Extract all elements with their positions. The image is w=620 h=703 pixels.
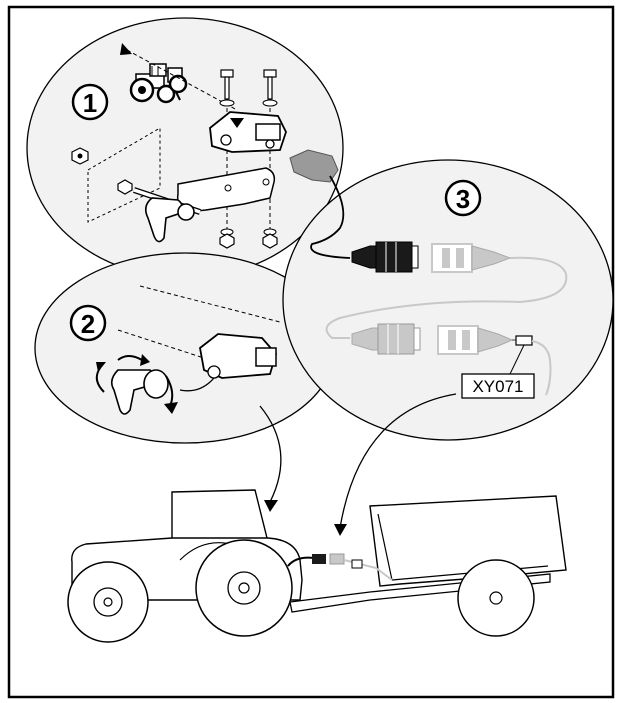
tractor-trailer-illustration	[67, 489, 567, 643]
sensor-connector-icon	[351, 241, 419, 273]
connector-label: XY071	[461, 373, 535, 399]
step-1-badge: 1	[71, 83, 109, 121]
step-3-ellipse	[282, 159, 614, 441]
step-3-number: 3	[456, 184, 470, 214]
step-1-number: 1	[83, 88, 97, 118]
vehicle-cable-black	[287, 556, 315, 567]
sensor-plug-icon	[289, 149, 339, 183]
bolt-icon	[219, 69, 278, 107]
tractor-icon	[129, 63, 188, 104]
step-1-ellipse	[26, 17, 344, 279]
harness-connector-icon	[351, 323, 421, 355]
height-sensor-icon	[199, 333, 278, 379]
connector-label-text: XY071	[472, 377, 523, 396]
vehicle-connector-grey	[329, 553, 345, 565]
direction-arrow-icon	[120, 43, 132, 55]
vehicle-connector-black	[312, 554, 326, 564]
step-2-number: 2	[81, 309, 95, 339]
harness-cable	[325, 256, 568, 339]
step-2-panel: 2	[34, 252, 336, 444]
step-3-badge: 3	[444, 179, 482, 217]
wing-bolt-icon	[133, 187, 201, 243]
pointer-arrow	[259, 405, 282, 503]
pointer-arrow	[339, 393, 457, 529]
rotate-arrow-icon	[117, 355, 143, 361]
sensor-cable	[310, 175, 351, 259]
height-sensor-icon	[209, 111, 287, 153]
mount-arrow-icon	[230, 118, 244, 128]
label-tag-icon	[515, 335, 533, 346]
wing-bolt-icon	[110, 369, 169, 415]
harness-connector-icon	[437, 325, 514, 355]
label-tag-icon	[351, 559, 363, 569]
step-1-panel: 1	[26, 17, 344, 279]
nut-icon	[219, 228, 278, 249]
harness-connector-icon	[431, 243, 512, 273]
step-2-badge: 2	[69, 304, 107, 342]
assembly-guide-box	[87, 127, 161, 223]
step-3-panel: 3	[282, 159, 614, 441]
